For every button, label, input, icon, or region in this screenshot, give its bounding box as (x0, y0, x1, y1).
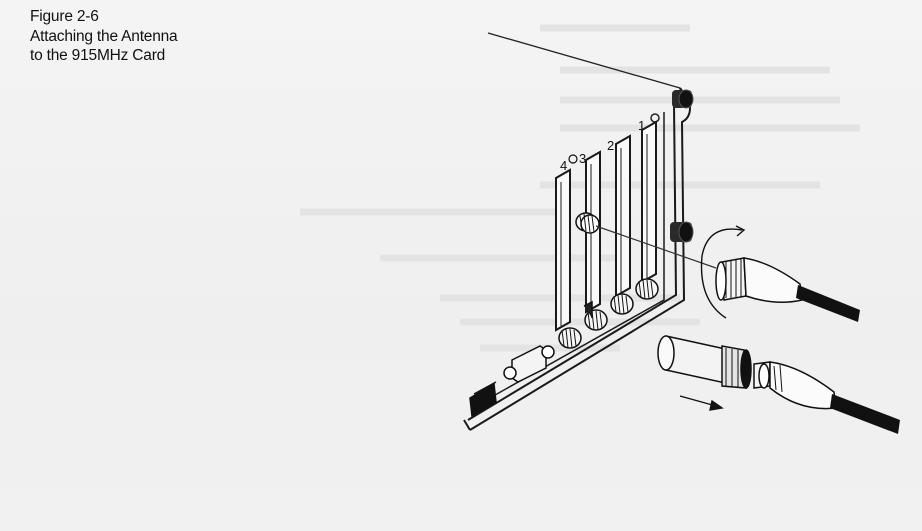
callout-leader-line (487, 32, 681, 89)
chassis-ports (469, 345, 555, 418)
card-connector-knobs (558, 212, 659, 349)
connection-guide-line (595, 225, 717, 269)
slot-labels: 4 3 2 1 (560, 118, 645, 173)
antenna-adapter-icon (657, 335, 837, 410)
push-arrow-icon (679, 395, 724, 411)
figure-caption: Figure 2-6 Attaching the Antenna to the … (30, 7, 230, 66)
antenna-connector-icon (715, 257, 803, 303)
slot-label-2: 2 (607, 138, 614, 153)
figure-title-line1: Attaching the Antenna (30, 27, 178, 45)
figure-title-line2: to the 915MHz Card (30, 47, 166, 64)
panel-screw-icon (650, 89, 694, 243)
antenna-cable-icon (796, 285, 860, 322)
pcmcia-slot-icon (555, 120, 657, 332)
figure-number: Figure 2-6 (30, 8, 99, 25)
slot-label-4: 4 (560, 158, 567, 173)
antenna-cable-lower-icon (830, 394, 900, 434)
rotate-arrow-icon (700, 225, 746, 319)
slot-label-1: 1 (638, 118, 645, 133)
slot-label-3: 3 (579, 151, 586, 166)
